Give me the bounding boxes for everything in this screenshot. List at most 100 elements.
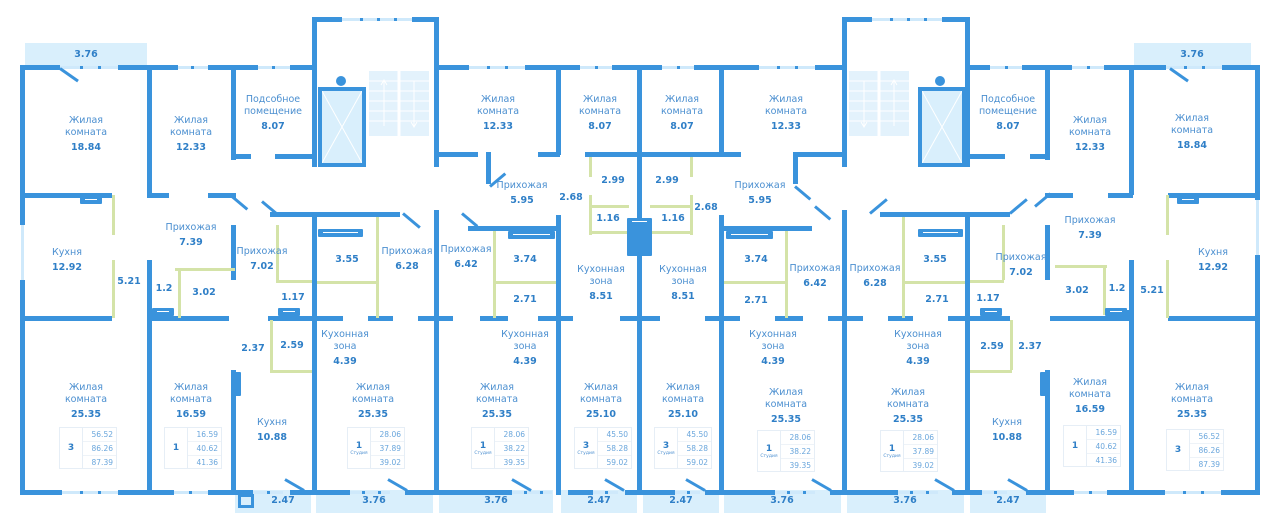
total-area-with-balcony: 39.02 [379, 458, 401, 467]
window[interactable] [1256, 200, 1259, 255]
total-area: 40.62 [188, 442, 221, 456]
wall [290, 65, 315, 70]
window[interactable] [60, 66, 118, 69]
balcony-bottom[interactable]: 2.47 [643, 490, 719, 513]
door[interactable] [402, 212, 421, 229]
door[interactable] [1169, 67, 1189, 83]
wall [719, 152, 741, 157]
total-area-with-balcony: 87.39 [1198, 460, 1220, 469]
balcony-area: 3.76 [893, 495, 917, 506]
staircase[interactable] [369, 71, 429, 136]
window[interactable] [872, 18, 942, 21]
balcony-area: 2.47 [587, 495, 611, 506]
window[interactable] [178, 66, 208, 69]
balcony-top-right[interactable]: 3.76 [1134, 43, 1251, 67]
window[interactable] [759, 66, 815, 69]
total-area: 86.26 [83, 442, 116, 456]
wall [20, 65, 60, 70]
balcony-bottom[interactable]: 3.76 [316, 490, 433, 513]
window[interactable] [593, 491, 618, 494]
window[interactable] [174, 491, 208, 494]
room-area: 2.71 [744, 295, 768, 306]
window[interactable] [1072, 66, 1104, 69]
window[interactable] [1165, 491, 1221, 494]
wall [1255, 65, 1260, 200]
partition [112, 260, 115, 318]
ventilation-icon [918, 229, 963, 237]
door[interactable] [1034, 192, 1052, 208]
wall [556, 215, 561, 495]
ventilation-icon [980, 308, 1002, 316]
ventilation-icon [508, 231, 555, 239]
balcony-top-left[interactable]: 3.76 [25, 43, 147, 67]
elevator[interactable] [918, 87, 966, 167]
wall [830, 490, 898, 495]
window[interactable] [342, 18, 412, 21]
window[interactable] [512, 491, 552, 494]
window[interactable] [1166, 66, 1222, 69]
wall [20, 280, 25, 495]
window[interactable] [253, 491, 283, 494]
door[interactable] [231, 195, 249, 211]
wall [20, 65, 25, 225]
balcony-bottom[interactable]: 2.47 [235, 490, 311, 513]
wall [625, 490, 675, 495]
ventilation-icon [1105, 308, 1127, 316]
balcony-bottom[interactable]: 2.47 [970, 490, 1046, 513]
window[interactable] [775, 491, 815, 494]
room-area: 2.37 [241, 343, 265, 354]
staircase[interactable] [849, 71, 909, 136]
wall [405, 490, 512, 495]
window[interactable] [580, 66, 612, 69]
room-area: 2.68 [559, 192, 583, 203]
living-area: 28.06 [495, 428, 528, 442]
window[interactable] [662, 66, 694, 69]
partition [1166, 195, 1169, 235]
total-area-with-balcony: 59.02 [686, 458, 708, 467]
window[interactable] [469, 66, 525, 69]
balcony-bottom[interactable]: 3.76 [439, 490, 553, 513]
wall [585, 152, 722, 157]
door[interactable] [1009, 198, 1028, 215]
door[interactable] [794, 185, 812, 201]
balcony-area: 3.76 [362, 495, 386, 506]
door[interactable] [59, 67, 79, 83]
window[interactable] [990, 66, 1022, 69]
total-area: 37.89 [371, 442, 404, 456]
window[interactable] [675, 491, 700, 494]
window[interactable] [62, 491, 118, 494]
balcony-bottom[interactable]: 2.47 [561, 490, 637, 513]
window[interactable] [898, 491, 938, 494]
living-area: 28.06 [371, 428, 404, 442]
window[interactable] [982, 491, 1007, 494]
window[interactable] [21, 225, 24, 280]
elevator[interactable] [318, 87, 366, 167]
living-area: 28.06 [904, 431, 937, 445]
wall [556, 65, 561, 155]
room-area: 3.55 [923, 254, 947, 265]
window[interactable] [258, 66, 290, 69]
door[interactable] [814, 205, 832, 221]
window[interactable] [350, 491, 390, 494]
window[interactable] [1074, 491, 1107, 494]
balcony-bottom[interactable]: 3.76 [724, 490, 841, 513]
balcony-bottom[interactable]: 3.76 [847, 490, 964, 513]
